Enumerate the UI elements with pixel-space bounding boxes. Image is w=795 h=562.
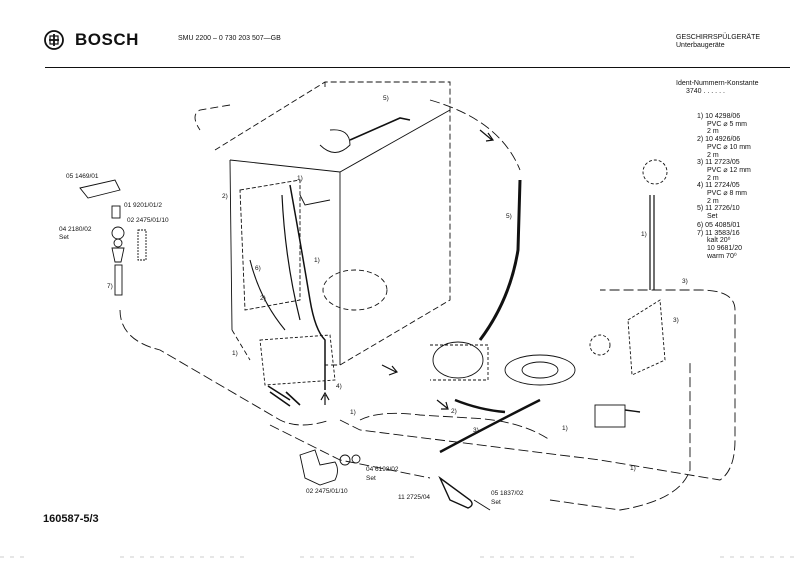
part-label: 02 2475/01/10 xyxy=(306,488,348,495)
legend-line: 2) 10 4926/06 xyxy=(697,136,741,144)
legend-line: 1) 10 4298/06 xyxy=(697,113,741,120)
figure-number: 160587-5/3 xyxy=(43,513,99,525)
callout-1: 1) xyxy=(297,175,303,182)
category-header: GESCHIRRSPÜLGERÄTE Unterbaugeräte xyxy=(676,34,760,50)
part-label: 04 6198/02 xyxy=(366,466,399,473)
legend-line: 6) 05 4085/01 xyxy=(697,221,741,229)
callout-1-right: 1) xyxy=(641,231,647,238)
callout-1-far-right: 1) xyxy=(630,465,636,472)
callout-1-bottom: 1) xyxy=(350,409,356,416)
callout-3-right: 3) xyxy=(682,278,688,285)
ident-block: Ident-Nummern-Konstante 3740 . . . . . . xyxy=(676,80,758,96)
legend-line: PVC ⌀ 10 mm xyxy=(707,143,751,151)
legend-line: 4) 11 2724/05 xyxy=(697,182,740,190)
legend-line: 10 9681/20 xyxy=(707,244,743,252)
part-label: 04 2180/02 xyxy=(59,226,92,233)
callout-2-mid: 2) xyxy=(260,295,266,302)
ident-label: Ident-Nummern-Konstante xyxy=(676,80,759,87)
legend-line: warm 70⁰ xyxy=(707,252,737,260)
part-label: Set xyxy=(59,234,69,241)
legend-line: Set xyxy=(707,213,718,221)
legend-line: 2 m xyxy=(707,197,719,205)
legend-line: 3) 11 2723/05 xyxy=(697,159,740,167)
callout-3-low: 3) xyxy=(473,427,479,434)
callout-2-low: 2) xyxy=(451,408,457,415)
callout-5-hose: 5) xyxy=(506,213,512,220)
category-line-2: Unterbaugeräte xyxy=(676,42,725,49)
callout-4: 4) xyxy=(336,383,342,390)
parts-legend: 1) 10 4298/06 PVC ⌀ 5 mm 2 m 2) 10 4926/… xyxy=(697,113,751,260)
callout-2: 2) xyxy=(222,193,228,200)
callout-7: 7) xyxy=(107,283,113,290)
callout-5: 5) xyxy=(383,95,389,102)
legend-line: 2 m xyxy=(707,128,719,136)
legend-line: 5) 11 2726/10 xyxy=(697,205,740,213)
legend-line: kalt 20⁰ xyxy=(707,237,731,245)
callout-6: 6) xyxy=(255,265,261,272)
callout-1-mid: 1) xyxy=(314,257,320,264)
legend-line: 7) 11 3583/16 xyxy=(697,229,740,237)
callout-3-valve: 3) xyxy=(673,317,679,324)
category-line-1: GESCHIRRSPÜLGERÄTE xyxy=(676,34,761,41)
ident-value: 3740 . . . . . . xyxy=(686,88,725,95)
part-label: Set xyxy=(491,499,501,506)
legend-line: PVC ⌀ 5 mm xyxy=(707,120,747,128)
part-label: 01 9201/01/2 xyxy=(124,202,162,209)
part-label: 05 1837/02 xyxy=(491,490,524,497)
callout-1-right-low: 1) xyxy=(562,425,568,432)
callout-1-low: 1) xyxy=(232,350,238,357)
part-label: 05 1469/01 xyxy=(66,173,99,180)
bosch-logo-icon xyxy=(44,30,64,50)
brand-name: BOSCH xyxy=(75,30,139,49)
header-rule xyxy=(45,67,790,68)
legend-line: PVC ⌀ 8 mm xyxy=(707,190,747,198)
model-number: SMU 2200 – 0 730 203 507—GB xyxy=(178,35,281,42)
legend-line: 2 m xyxy=(707,151,719,159)
part-label: 11 2725/04 xyxy=(398,494,430,501)
legend-line: PVC ⌀ 12 mm xyxy=(707,166,751,174)
part-label: 02 2475/01/10 xyxy=(127,217,169,224)
part-label: Set xyxy=(366,475,376,482)
legend-line: 2 m xyxy=(707,174,719,182)
